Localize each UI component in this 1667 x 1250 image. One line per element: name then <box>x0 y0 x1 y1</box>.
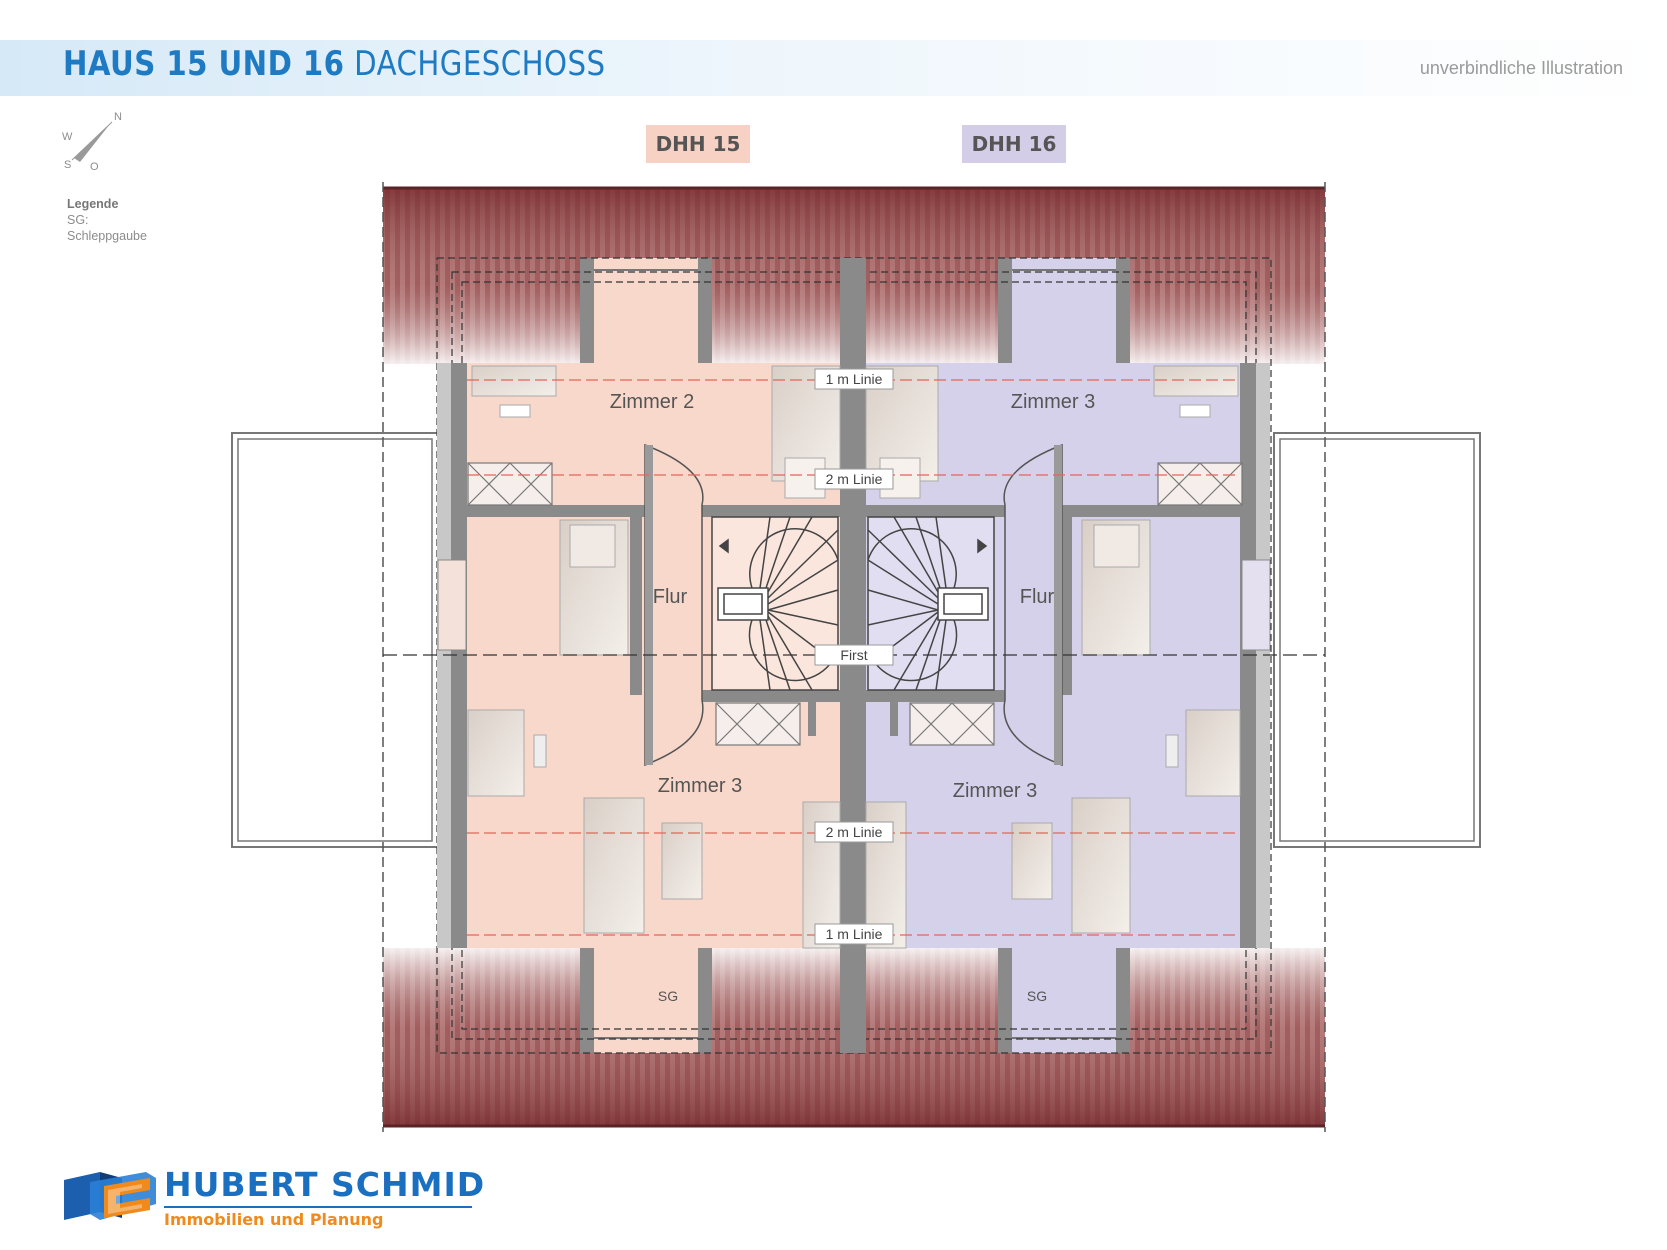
company-logo-icon <box>64 1172 156 1220</box>
title-light: DACHGESCHOSS <box>354 44 606 84</box>
compass-icon: N W S O <box>62 112 122 172</box>
roof-top <box>383 186 1325 364</box>
dormer-dhh16-top <box>1012 258 1116 366</box>
label-top-2m: 2 m Linie <box>826 471 883 487</box>
room-dhh16-zimmer3-bottom: Zimmer 3 <box>953 780 1037 802</box>
compass-n: N <box>114 112 122 123</box>
legend-heading: Legende <box>67 197 119 211</box>
stairs-dhh16 <box>867 516 995 691</box>
legend: Legende SG: Schleppgaube <box>67 196 147 244</box>
storage-cabinets <box>467 462 1243 746</box>
room-dhh16-zimmer3-top: Zimmer 3 <box>1011 391 1095 413</box>
label-first: First <box>840 647 867 663</box>
tag-dhh15: DHH 15 <box>646 125 750 163</box>
balcony-right <box>1273 432 1481 848</box>
compass-s: S <box>64 159 71 171</box>
tag-dhh16: DHH 16 <box>962 125 1066 163</box>
dormer-dhh15-top <box>594 258 698 366</box>
dormer-dhh15-bottom <box>594 948 698 1053</box>
brand-underline <box>164 1206 472 1208</box>
sg-dhh16: SG <box>1027 988 1047 1004</box>
compass-w: W <box>62 131 73 143</box>
line-labels: 1 m Linie 2 m Linie First 2 m Linie 1 m … <box>814 368 894 945</box>
room-dhh15-zimmer3: Zimmer 3 <box>658 775 742 797</box>
label-bottom-1m: 1 m Linie <box>826 926 883 942</box>
balcony-left <box>231 432 439 848</box>
legend-line2: Schleppgaube <box>67 229 147 243</box>
label-bottom-2m: 2 m Linie <box>826 824 883 840</box>
label-top-1m: 1 m Linie <box>826 371 883 387</box>
disclaimer: unverbindliche Illustration <box>1419 58 1623 78</box>
title-bold: HAUS 15 UND 16 <box>63 44 345 84</box>
compass-o: O <box>90 161 99 172</box>
page-title: HAUS 15 UND 16 DACHGESCHOSS <box>63 44 605 84</box>
legend-line1: SG: <box>67 213 89 227</box>
title-band <box>0 40 1667 96</box>
room-dhh15-flur: Flur <box>653 586 688 608</box>
brand-subtitle: Immobilien und Planung <box>164 1210 384 1229</box>
brand-name: HUBERT SCHMID <box>164 1165 486 1204</box>
sg-dhh15: SG <box>658 988 678 1004</box>
room-dhh15-zimmer2: Zimmer 2 <box>610 391 694 413</box>
dormer-dhh16-bottom <box>1012 948 1116 1053</box>
room-dhh16-flur: Flur <box>1020 586 1055 608</box>
